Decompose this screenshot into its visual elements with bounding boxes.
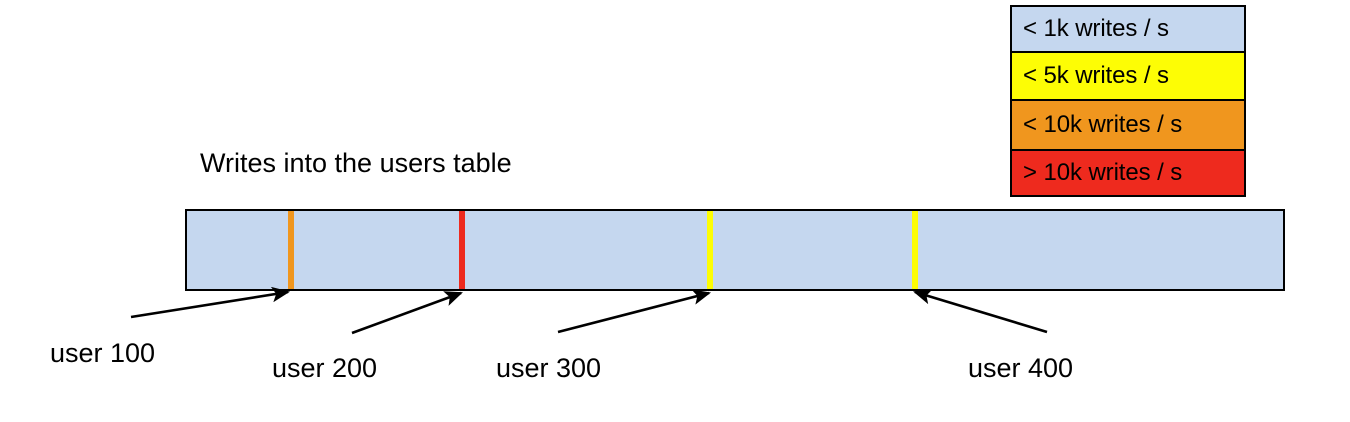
user-stripe-400 [912, 211, 918, 289]
legend-item-label: < 5k writes / s [1023, 62, 1169, 89]
diagram-title: Writes into the users table [200, 148, 512, 178]
legend-item-lt-1k: < 1k writes / s [1012, 7, 1244, 53]
callout-label-user-300: user 300 [496, 353, 602, 383]
legend-item-label: > 10k writes / s [1023, 159, 1183, 186]
legend-item-lt-5k: < 5k writes / s [1012, 53, 1244, 101]
legend-item-label: < 10k writes / s [1023, 111, 1183, 138]
legend-item-label: < 1k writes / s [1023, 15, 1169, 42]
writes-rate-legend: < 1k writes / s < 5k writes / s < 10k wr… [1010, 5, 1246, 197]
users-table-bar [185, 209, 1285, 291]
user-stripe-200 [459, 211, 465, 289]
callout-label-user-100: user 100 [50, 338, 156, 368]
callout-label-user-200: user 200 [272, 353, 378, 383]
legend-item-gt-10k: > 10k writes / s [1012, 151, 1244, 195]
legend-item-lt-10k: < 10k writes / s [1012, 101, 1244, 151]
callout-label-user-400: user 400 [968, 353, 1074, 383]
user-stripe-300 [707, 211, 713, 289]
user-stripe-100 [288, 211, 294, 289]
